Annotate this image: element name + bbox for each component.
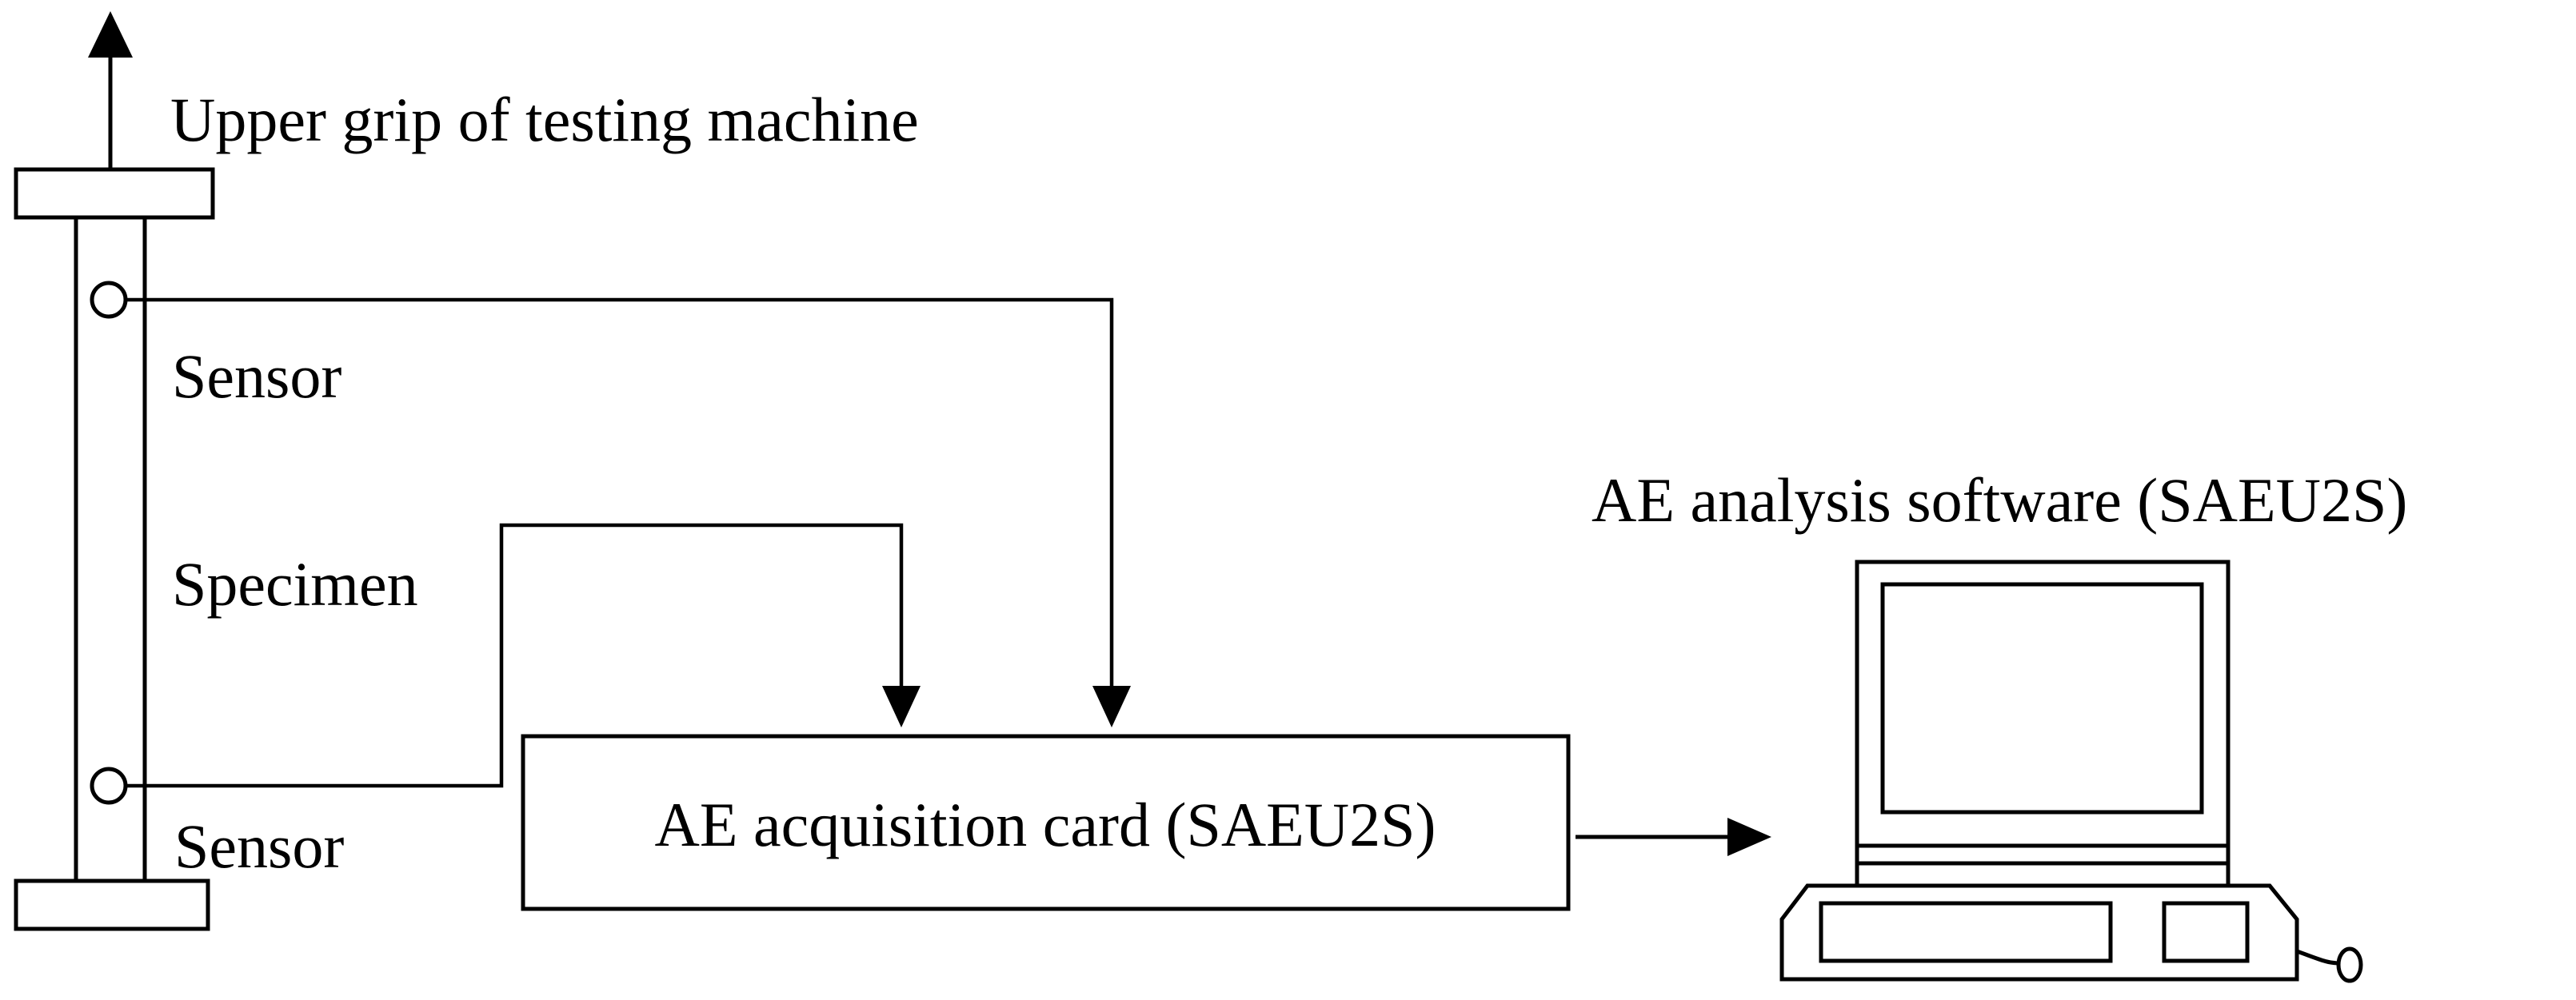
connection-top-sensor-to-card (126, 297, 1131, 727)
label-specimen: Specimen (172, 549, 418, 619)
card-to-computer-arrow (1576, 818, 1771, 856)
label-analysis-software: AE analysis software (SAEU2S) (1592, 465, 2407, 535)
sensor-top (90, 281, 128, 319)
upper-pull-arrow (88, 11, 133, 168)
computer-icon (1779, 560, 2363, 983)
label-acquisition-card: AE acquisition card (SAEU2S) (655, 790, 1436, 859)
label-sensor-bottom: Sensor (174, 811, 344, 881)
acquisition-card-box (521, 734, 1571, 911)
label-upper-grip: Upper grip of testing machine (170, 85, 919, 154)
connection-bottom-sensor-to-card (126, 523, 921, 788)
label-sensor-top: Sensor (172, 341, 341, 411)
sensor-bottom (90, 767, 128, 805)
lower-grip (14, 878, 210, 931)
upper-grip (14, 167, 215, 220)
